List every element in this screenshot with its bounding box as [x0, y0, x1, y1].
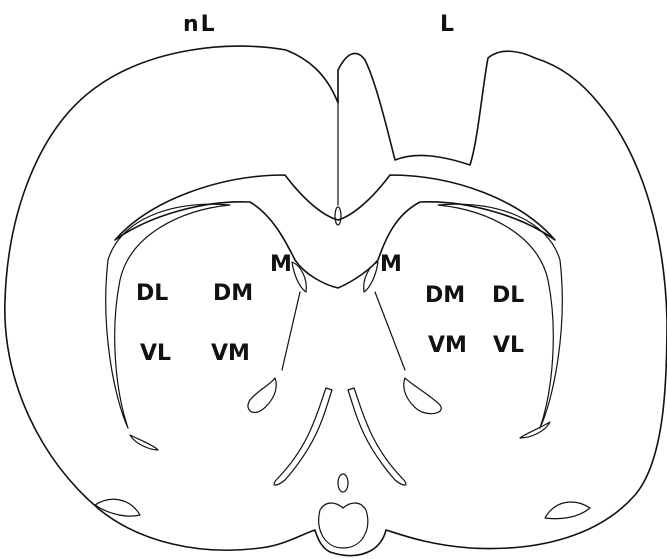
left-region-vl: VL [140, 341, 171, 366]
left-internal-capsule-line [282, 292, 300, 370]
left-region-vm: VM [211, 341, 250, 366]
midline-nodule [335, 207, 341, 225]
right-region-dl: DL [492, 283, 524, 308]
hemisphere-label-right: L [440, 12, 456, 37]
right-capsule-tail [520, 422, 550, 438]
right-region-m: M [380, 252, 402, 277]
left-ventral-lobe [95, 499, 140, 516]
left-teardrop-structure [248, 378, 276, 412]
hemisphere-label-left: nL [183, 12, 217, 37]
left-central-column [274, 388, 332, 485]
ventral-central-structure [319, 503, 368, 548]
brain-outer-outline [5, 46, 667, 555]
right-lateral-ventricle [364, 262, 378, 292]
left-region-m: M [270, 252, 292, 277]
right-internal-capsule-line [375, 292, 405, 370]
right-region-dm: DM [425, 283, 465, 308]
right-teardrop-structure [404, 378, 441, 414]
corpus-callosum [115, 175, 555, 288]
left-lateral-ventricle [292, 262, 306, 292]
left-region-dl: DL [136, 281, 168, 306]
left-capsule-tail [130, 435, 158, 450]
right-ventral-lobe [545, 502, 590, 519]
left-external-capsule [106, 204, 230, 428]
left-region-dm: DM [213, 281, 253, 306]
central-small-nodule [338, 474, 348, 492]
right-central-column [348, 388, 406, 485]
right-external-capsule [438, 204, 562, 428]
right-region-vl: VL [493, 333, 524, 358]
right-region-vm: VM [428, 333, 467, 358]
